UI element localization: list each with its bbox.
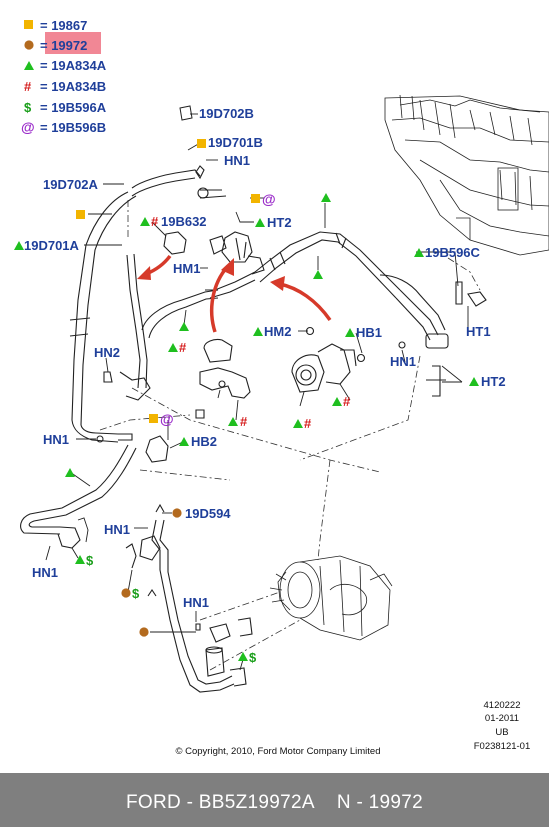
parts-middle (96, 231, 487, 463)
dollar-symbol: $ (249, 650, 257, 665)
legend-dot-icon (24, 40, 34, 50)
footer-bar (0, 773, 549, 827)
compressor-lines (125, 503, 253, 693)
triangle-symbol (321, 193, 331, 202)
copyright-notice: © Copyright, 2010, Ford Motor Company Li… (175, 746, 380, 757)
callout-hn1-bl: HN1 (32, 565, 58, 580)
callout-hn1-low: HN1 (183, 595, 209, 610)
legend-at-icon: @ (21, 119, 35, 135)
callout-hb1: HB1 (356, 325, 382, 340)
legend-item-19a834a: = 19A834A (40, 58, 107, 73)
diagram-canvas: = 19867 = 19972 = 19A834A # = 19A834B $ … (14, 18, 549, 757)
at-symbol: @ (160, 411, 174, 427)
triangle-symbol (414, 248, 424, 257)
callout-hn1-right: HN1 (390, 354, 416, 369)
hash-symbol: # (240, 414, 248, 429)
triangle-symbol (332, 397, 342, 406)
callout-ht1: HT1 (466, 324, 491, 339)
triangle-symbol (345, 328, 355, 337)
doc-number: 4120222 (484, 700, 521, 711)
dot-symbol (121, 588, 131, 598)
dot-symbol (172, 508, 182, 518)
legend-triangle-icon (24, 61, 34, 70)
callout-19d701a: 19D701A (24, 238, 80, 253)
at-symbol: @ (262, 191, 276, 207)
callout-19d702b: 19D702B (199, 106, 254, 121)
legend-item-19972: = 19972 (40, 38, 87, 53)
callouts: 19D702B 19D701B HN1 19D702A @ # 19B632 H… (14, 105, 506, 665)
callout-hn2: HN2 (94, 345, 120, 360)
triangle-symbol (238, 652, 248, 661)
legend-highlight (45, 32, 101, 54)
legend-dollar-icon: $ (24, 100, 32, 115)
square-symbol (251, 194, 260, 203)
dollar-symbol: $ (86, 553, 94, 568)
callout-19b632: 19B632 (161, 214, 207, 229)
callout-hn1-left: HN1 (43, 432, 69, 447)
hash-symbol: # (151, 214, 159, 229)
document-info: 4120222 01-2011 UB F0238121-01 (474, 700, 531, 752)
triangle-symbol (228, 417, 238, 426)
footer-part-number: N - 19972 (336, 792, 423, 813)
callout-hm1: HM1 (173, 261, 200, 276)
doc-date: 01-2011 (485, 713, 519, 724)
compressor-drawing (269, 555, 393, 641)
callout-ht2-top: HT2 (267, 215, 292, 230)
callout-hn1-mid: HN1 (104, 522, 130, 537)
square-symbol (149, 414, 158, 423)
triangle-symbol (469, 377, 479, 386)
triangle-symbol (255, 218, 265, 227)
callout-hn1-top: HN1 (224, 153, 250, 168)
triangle-symbol (313, 270, 323, 279)
triangle-symbol (293, 419, 303, 428)
square-symbol (76, 210, 85, 219)
legend-item-19b596a: = 19B596A (40, 100, 107, 115)
callout-19b596c: 19B596C (425, 245, 481, 260)
callout-hb2: HB2 (191, 434, 217, 449)
hash-symbol: # (179, 340, 187, 355)
triangle-symbol (75, 555, 85, 564)
triangle-symbol (168, 343, 178, 352)
triangle-symbol (253, 327, 263, 336)
triangle-symbol (14, 241, 24, 250)
ac-line-lower-left (20, 444, 137, 549)
footer-part-info: FORD - BB5Z19972A (126, 792, 315, 813)
doc-code: UB (495, 727, 508, 738)
legend-square-icon (24, 20, 33, 29)
doc-figure-id: F0238121-01 (474, 741, 531, 752)
triangle-symbol (179, 437, 189, 446)
callout-19d702a: 19D702A (43, 177, 99, 192)
dashed-guides (99, 200, 481, 671)
footer-caption: FORD - BB5Z19972A N - 19972 (0, 773, 549, 827)
triangle-symbol (65, 468, 75, 477)
legend-item-19867: = 19867 (40, 18, 87, 33)
callout-hm2: HM2 (264, 324, 291, 339)
hash-symbol: # (304, 416, 312, 431)
ac-line-connector-upper (195, 165, 265, 275)
red-arrows (137, 254, 332, 333)
callout-19d701b: 19D701B (208, 135, 263, 150)
legend-item-19b596b: = 19B596B (40, 120, 106, 135)
triangle-symbol (140, 217, 150, 226)
callout-ht2-right: HT2 (481, 374, 506, 389)
ac-line-center (126, 231, 449, 389)
dollar-symbol: $ (132, 586, 140, 601)
ac-line-upper (69, 169, 201, 443)
legend-hash-icon: # (24, 79, 32, 94)
hash-symbol: # (343, 394, 351, 409)
callout-19d594: 19D594 (185, 506, 231, 521)
square-symbol (197, 139, 206, 148)
legend-item-19a834b: = 19A834B (40, 79, 106, 94)
legend: = 19867 = 19972 = 19A834A # = 19A834B $ … (21, 18, 107, 135)
dot-symbol (139, 627, 149, 637)
triangle-symbol (179, 322, 189, 331)
hvac-module-drawing (384, 94, 549, 256)
